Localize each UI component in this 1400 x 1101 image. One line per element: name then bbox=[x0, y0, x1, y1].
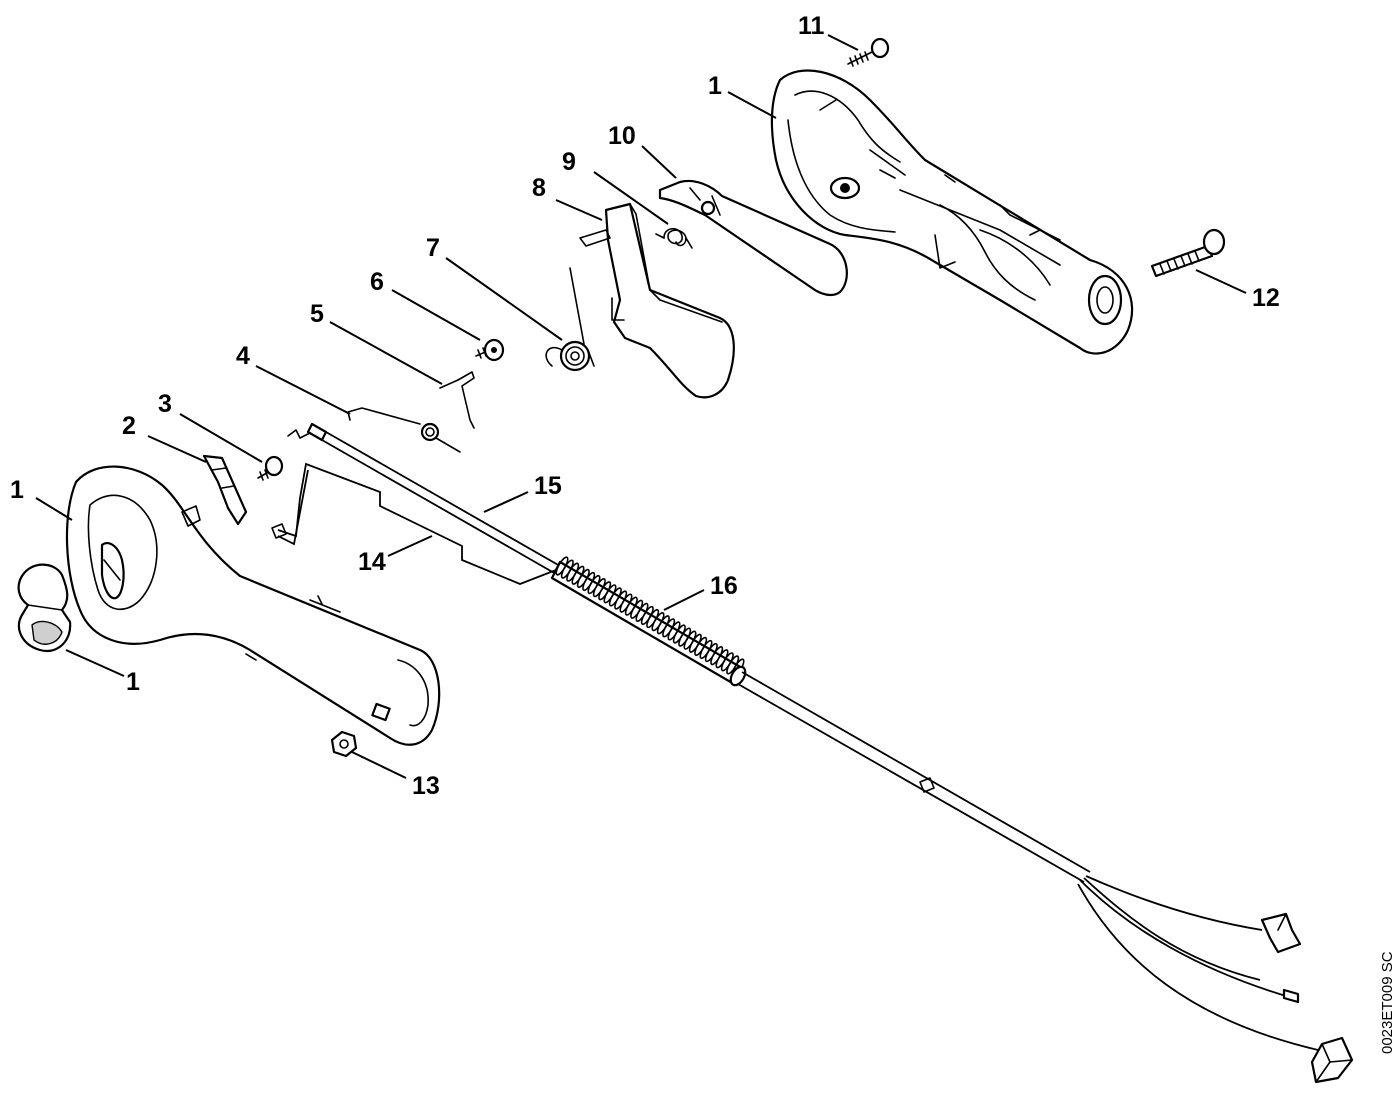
leader-9 bbox=[555, 199, 603, 221]
leader-11 bbox=[641, 145, 677, 179]
leader-1-upper bbox=[727, 91, 777, 119]
callout-17: 16 bbox=[710, 572, 738, 600]
leader-2 bbox=[65, 649, 125, 677]
leader-5 bbox=[255, 365, 351, 415]
part-16-throttle-cable bbox=[287, 422, 561, 575]
leader-7 bbox=[391, 289, 481, 341]
callout-15: 14 bbox=[358, 548, 386, 576]
leader-6 bbox=[329, 321, 443, 385]
callout-2: 1 bbox=[126, 668, 140, 696]
leader-17 bbox=[663, 589, 705, 611]
part-17-cable-sleeve bbox=[550, 556, 747, 687]
leader-10 bbox=[593, 171, 669, 225]
part-5-wire-spring bbox=[347, 407, 461, 453]
connector-upper bbox=[1260, 912, 1302, 954]
leader-16 bbox=[483, 491, 529, 513]
callout-1-lower: 1 bbox=[10, 476, 24, 504]
callout-16: 15 bbox=[534, 472, 562, 500]
leader-12 bbox=[827, 34, 859, 51]
callout-10: 9 bbox=[562, 148, 576, 176]
leader-15 bbox=[387, 535, 433, 557]
part-15-short-circuit-wire bbox=[271, 462, 557, 585]
part-4-screw bbox=[257, 455, 284, 481]
callout-8: 7 bbox=[426, 234, 440, 262]
part-6-spring-clip bbox=[439, 371, 475, 429]
coil-windings bbox=[555, 556, 745, 678]
callout-4: 3 bbox=[158, 390, 172, 418]
leader-8 bbox=[445, 257, 563, 341]
leader-13 bbox=[1195, 269, 1247, 294]
callout-12: 11 bbox=[798, 12, 825, 40]
cable-harness bbox=[737, 671, 1319, 1051]
connector-pin bbox=[1282, 988, 1300, 1004]
callout-3: 2 bbox=[122, 412, 136, 440]
part-11-throttle-lever bbox=[658, 179, 848, 297]
part-14-nut bbox=[330, 730, 358, 758]
leader-3 bbox=[147, 435, 207, 463]
part-13-bolt bbox=[1150, 228, 1226, 278]
callout-13: 12 bbox=[1252, 284, 1280, 312]
part-3-contact-plate bbox=[202, 454, 248, 526]
drawing-code: 0023ET009 SC bbox=[1379, 951, 1396, 1054]
connector-lower bbox=[1310, 1036, 1354, 1084]
callout-11: 10 bbox=[608, 122, 636, 150]
callout-6: 5 bbox=[310, 300, 324, 328]
part-12-screw bbox=[847, 37, 890, 67]
part-10-spring bbox=[655, 227, 693, 249]
part-8-torsion-spring bbox=[545, 267, 595, 372]
leader-1-lower bbox=[35, 497, 73, 521]
leader-14 bbox=[351, 751, 407, 779]
callout-5: 4 bbox=[236, 342, 250, 370]
part-7-screw bbox=[475, 338, 505, 362]
leader-4 bbox=[179, 413, 263, 463]
callout-7: 6 bbox=[370, 268, 384, 296]
part-1-upper-handle-housing bbox=[770, 69, 1134, 355]
part-1-lower-handle-housing bbox=[65, 465, 441, 746]
callout-9: 8 bbox=[532, 174, 546, 202]
part-9-lockout-lever bbox=[579, 202, 735, 399]
callout-14: 13 bbox=[412, 772, 440, 800]
callout-1-upper: 1 bbox=[708, 72, 722, 100]
part-2-switch-knob bbox=[17, 563, 72, 653]
